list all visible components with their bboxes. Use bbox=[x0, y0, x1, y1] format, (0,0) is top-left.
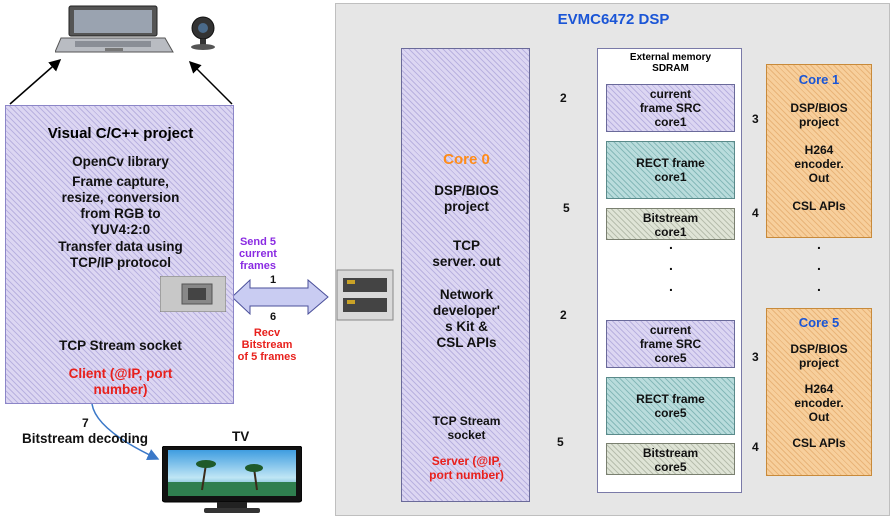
pc-project-box: Visual C/C++ project OpenCv library Fram… bbox=[5, 105, 234, 404]
core1-title: Core 1 bbox=[798, 72, 840, 87]
core0-dspbios: DSP/BIOS project bbox=[434, 183, 499, 214]
recv-bitstream-label: Recv Bitstream of 5 frames bbox=[237, 327, 297, 363]
mem-src-core1: current frame SRC core1 bbox=[606, 84, 735, 132]
core0-socket: TCP Stream socket bbox=[432, 414, 501, 442]
step-3-top: 3 bbox=[752, 112, 759, 126]
arrow-pc-to-laptop-left bbox=[9, 59, 62, 105]
dsp-title: EVMC6472 DSP bbox=[557, 11, 670, 28]
step-5-top: 5 bbox=[563, 201, 570, 215]
mem-rect-core1: RECT frame core1 bbox=[606, 141, 735, 199]
core5-encoder: H264 encoder. Out bbox=[794, 382, 844, 424]
core-ellipsis: . . . bbox=[817, 236, 821, 294]
step-1-label: 1 bbox=[270, 274, 277, 286]
tcp-link-arrow bbox=[231, 278, 329, 316]
core5-title: Core 5 bbox=[798, 315, 840, 330]
client-label: Client (@IP, port number) bbox=[68, 366, 173, 397]
core5-box: Core 5 DSP/BIOS project H264 encoder. Ou… bbox=[766, 308, 872, 476]
core1-csl: CSL APIs bbox=[792, 199, 846, 213]
core0-server: Server (@IP, port number) bbox=[429, 454, 504, 482]
step-2-bottom: 2 bbox=[560, 308, 567, 322]
pc-socket-label: TCP Stream socket bbox=[59, 338, 182, 353]
step-6-label: 6 bbox=[270, 311, 277, 323]
pc-ethernet-port-icon bbox=[160, 276, 226, 312]
core1-box: Core 1 DSP/BIOS project H264 encoder. Ou… bbox=[766, 64, 872, 238]
step-3-bottom: 3 bbox=[752, 350, 759, 364]
core5-dspbios: DSP/BIOS project bbox=[790, 342, 848, 370]
step-5-bottom: 5 bbox=[557, 435, 564, 449]
arrow-decode-to-tv bbox=[91, 403, 160, 460]
step-2-top: 2 bbox=[560, 91, 567, 105]
core1-dspbios: DSP/BIOS project bbox=[790, 101, 848, 129]
step-4-top: 4 bbox=[752, 206, 759, 220]
frame-processing-label: Frame capture, resize, conversion from R… bbox=[61, 174, 180, 237]
mem-ellipsis: . . . bbox=[669, 236, 673, 294]
bitstream-decoding-label: Bitstream decoding bbox=[22, 431, 149, 446]
step-7-label: 7 bbox=[82, 416, 89, 430]
core0-box: Core 0 DSP/BIOS project TCP server. out … bbox=[401, 48, 530, 502]
core1-encoder: H264 encoder. Out bbox=[794, 143, 844, 185]
arrow-pc-to-laptop-right bbox=[188, 60, 233, 105]
core5-csl: CSL APIs bbox=[792, 436, 846, 450]
external-memory-title: External memory SDRAM bbox=[629, 52, 712, 74]
mem-rect-core5: RECT frame core5 bbox=[606, 377, 735, 435]
pc-project-title: Visual C/C++ project bbox=[47, 125, 194, 142]
dsp-ethernet-port-icon bbox=[336, 269, 394, 321]
transfer-label: Transfer data using TCP/IP protocol bbox=[58, 239, 183, 270]
core0-tcp-server: TCP server. out bbox=[432, 238, 501, 269]
step-4-bottom: 4 bbox=[752, 440, 759, 454]
core0-title: Core 0 bbox=[443, 151, 490, 168]
mem-bitstream-core5: Bitstream core5 bbox=[606, 443, 735, 475]
mem-bitstream-core1: Bitstream core1 bbox=[606, 208, 735, 240]
webcam-icon bbox=[191, 16, 215, 50]
mem-src-core5: current frame SRC core5 bbox=[606, 320, 735, 368]
core0-ndk: Network developer' s Kit & CSL APIs bbox=[433, 287, 500, 350]
tv-label: TV bbox=[232, 429, 250, 444]
laptop-icon bbox=[55, 5, 174, 53]
send-frames-label: Send 5 current frames bbox=[239, 236, 277, 272]
tv-icon bbox=[162, 446, 302, 513]
opencv-label: OpenCv library bbox=[72, 154, 169, 169]
